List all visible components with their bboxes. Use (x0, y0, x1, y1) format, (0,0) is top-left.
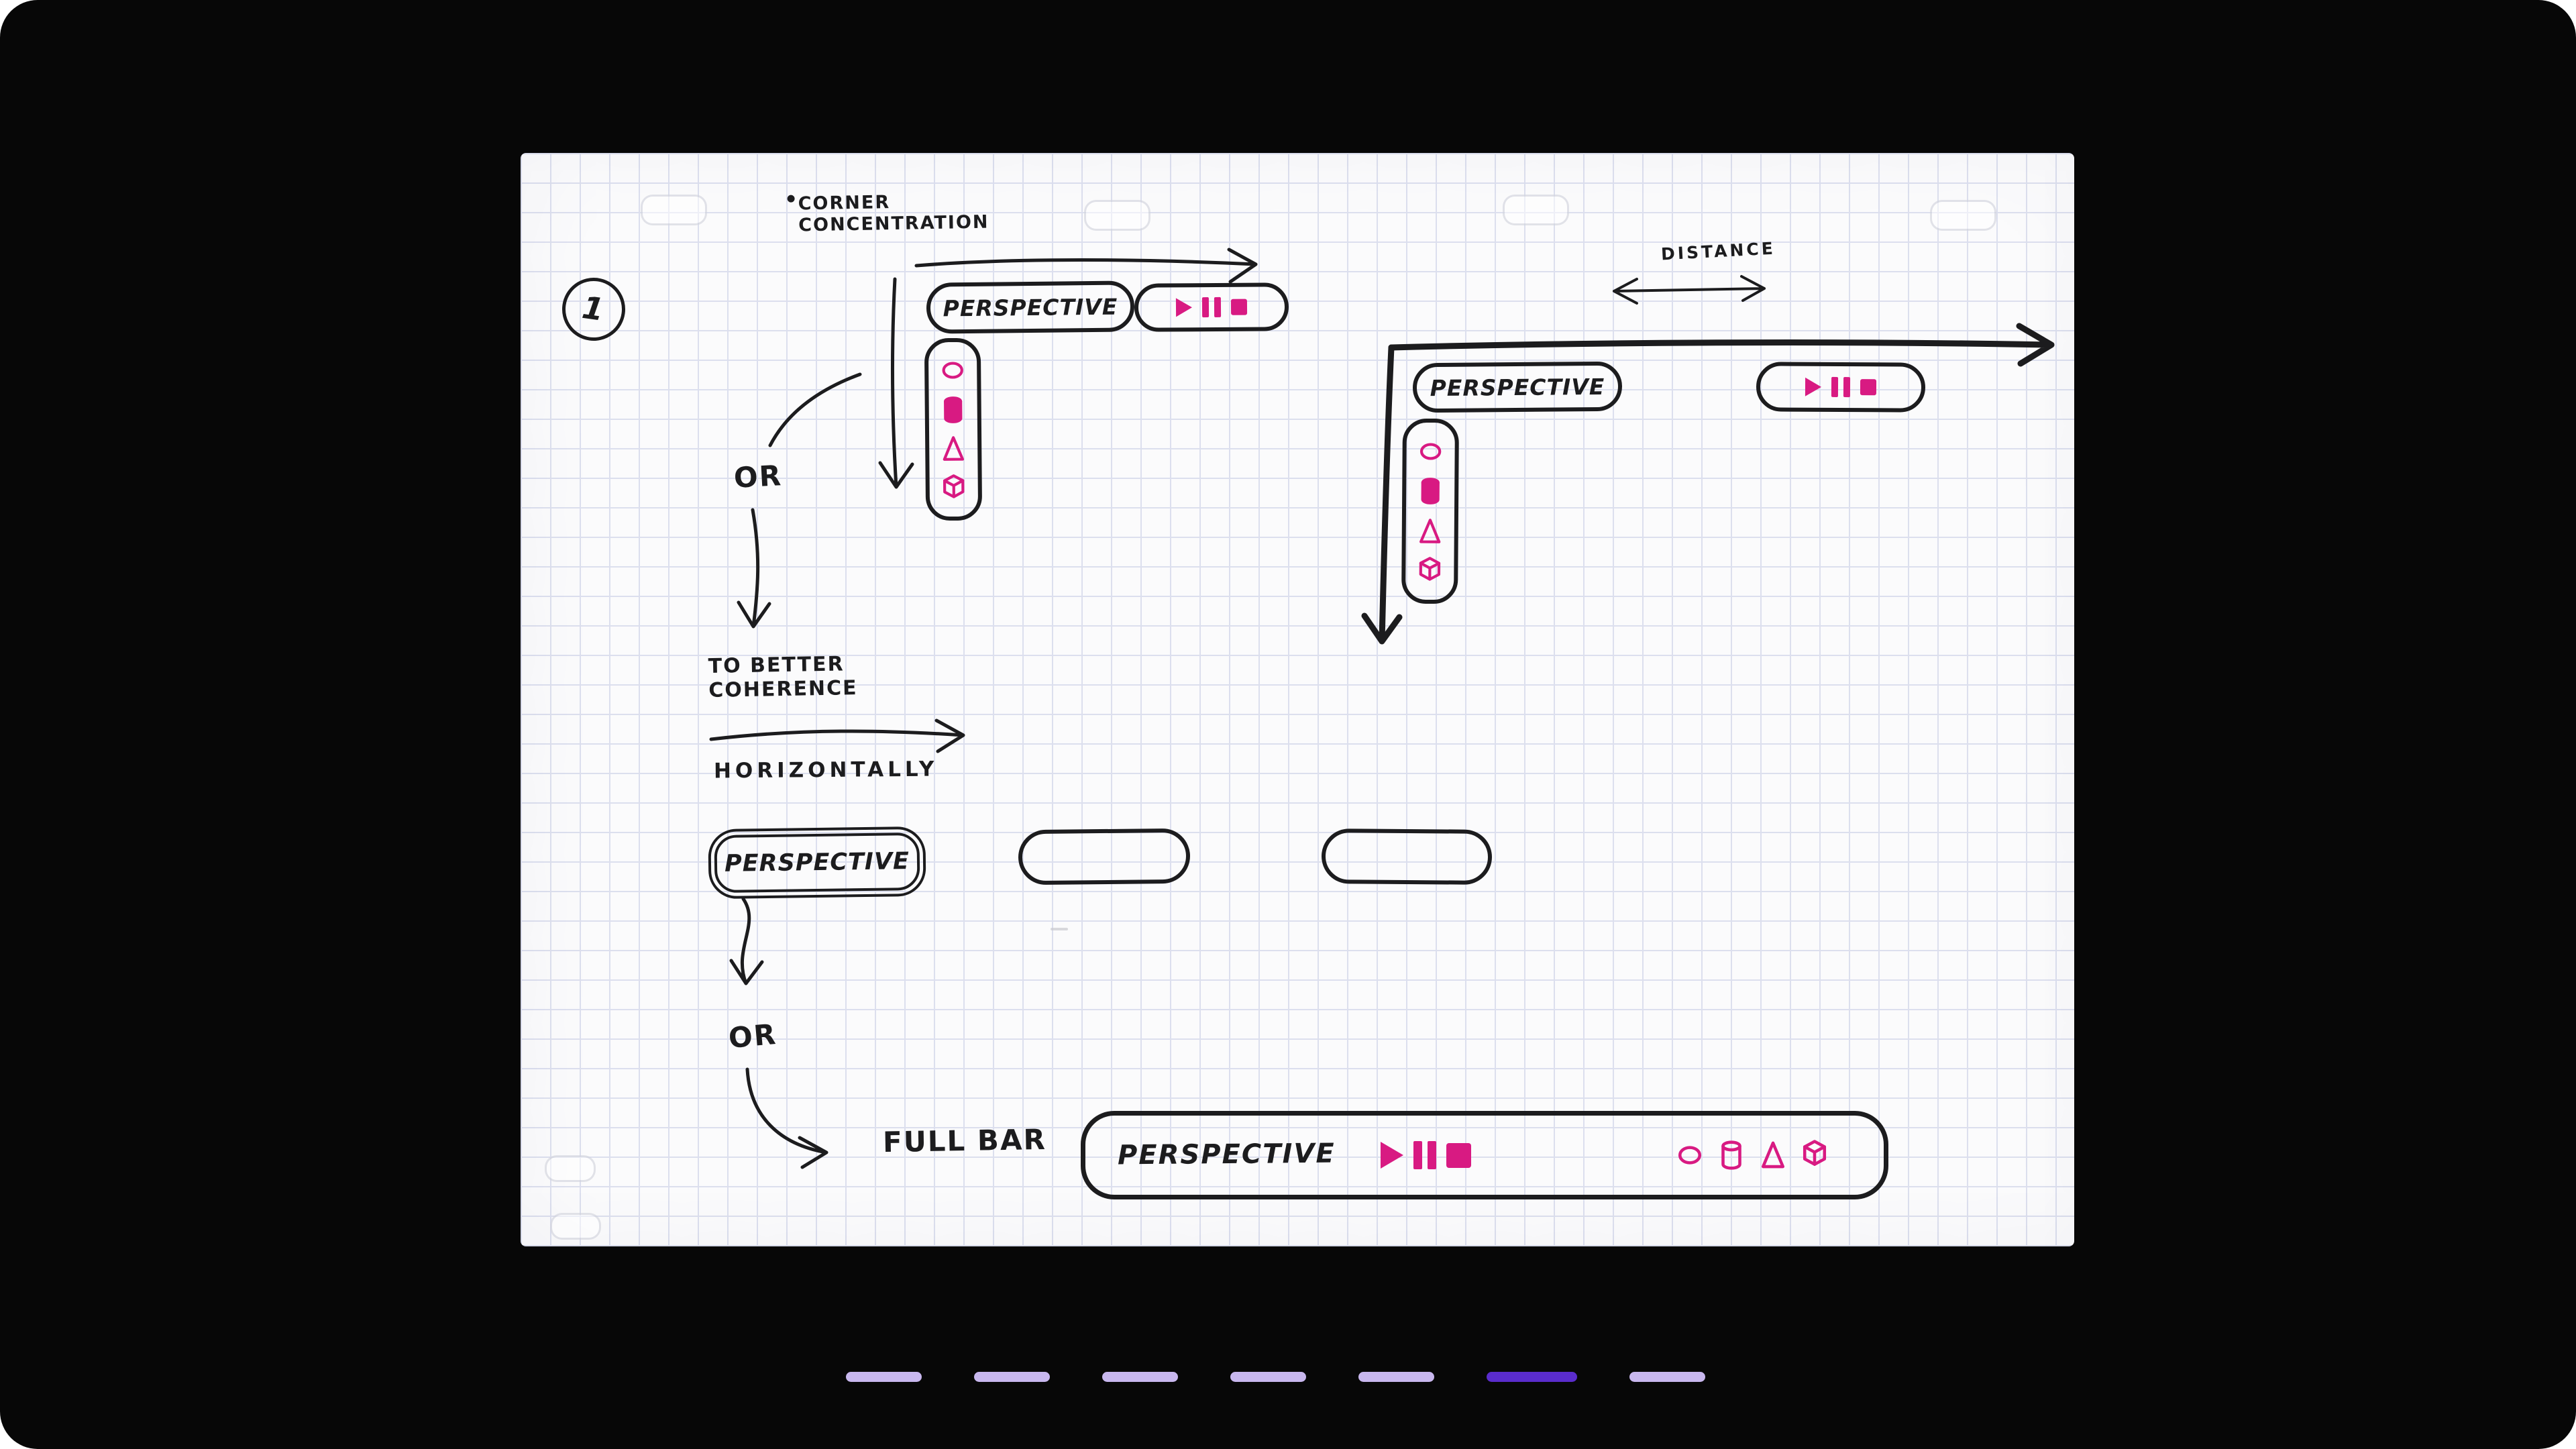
corner-top-arrow (914, 248, 1258, 284)
carousel-dash[interactable] (974, 1372, 1050, 1382)
carousel-dash[interactable] (846, 1372, 922, 1382)
carousel (846, 1372, 1705, 1382)
shape-toolbar-right (1401, 418, 1459, 604)
coherence-arrow (709, 718, 965, 753)
binder-hole (641, 195, 707, 225)
perspective-pill-top-label: PERSPECTIVE (943, 293, 1118, 321)
circle-icon (1419, 443, 1442, 460)
play-icon (1175, 298, 1193, 317)
triangle-icon (943, 436, 965, 462)
carousel-dash[interactable] (1629, 1372, 1705, 1382)
corner-concentration-label: CORNER CONCENTRATION (787, 191, 989, 237)
play-icon (1805, 377, 1822, 396)
perspective-pill-top: PERSPECTIVE (926, 280, 1135, 334)
full-bar-playback (1381, 1141, 1471, 1169)
perspective-pill-mid-label: PERSPECTIVE (724, 848, 910, 877)
timeline-vertical-arrow (1361, 344, 1403, 645)
stop-icon (1860, 379, 1877, 396)
perspective-pill-mid: PERSPECTIVE (708, 826, 926, 900)
binder-hole (545, 1155, 596, 1182)
play-icon (1381, 1142, 1403, 1169)
better-line1: TO BETTER (708, 652, 845, 678)
cube-icon (1419, 557, 1441, 582)
better-line2: COHERENCE (708, 676, 858, 702)
sketch-paper: 1 CORNER CONCENTRATION PERSPECTIVE (521, 153, 2074, 1246)
full-bar-title: PERSPECTIVE (1117, 1138, 1336, 1171)
or-bottom-label: OR (727, 1017, 778, 1055)
or-connector-curve (768, 372, 862, 447)
better-coherence-label: TO BETTER COHERENCE (708, 652, 858, 703)
playback-pill-right (1756, 362, 1926, 413)
triangle-icon (1419, 518, 1441, 543)
full-bar-shapes (1674, 1138, 1830, 1172)
cube-icon (1803, 1140, 1827, 1166)
bullet-dot (787, 195, 795, 203)
pencil-smudge (1051, 928, 1068, 930)
cube-icon (943, 474, 965, 498)
carousel-dash[interactable] (1487, 1372, 1577, 1382)
page-number-badge: 1 (557, 273, 630, 345)
or-top-label: OR (733, 459, 784, 494)
binder-hole (1084, 200, 1150, 231)
corner-line1: CORNER (798, 192, 891, 215)
cylinder-icon (1421, 478, 1440, 505)
cylinder-icon (1721, 1140, 1741, 1170)
corner-down-arrow (878, 277, 914, 489)
stop-icon (1446, 1142, 1471, 1168)
circle-icon (942, 362, 963, 379)
page-number: 1 (580, 289, 608, 329)
carousel-dash[interactable] (1230, 1372, 1306, 1382)
shape-toolbar-left (924, 337, 983, 521)
triangle-icon (1761, 1141, 1785, 1169)
distance-label: DISTANCE (1660, 238, 1776, 264)
carousel-dash[interactable] (1102, 1372, 1178, 1382)
empty-pill-2 (1321, 828, 1493, 885)
or2-curve-arrow (745, 1067, 828, 1169)
binder-hole (1930, 200, 1996, 231)
timeline-horizontal-arrow (1388, 323, 2055, 367)
full-bar-label: FULL BAR (882, 1122, 1047, 1159)
pause-icon (1831, 376, 1851, 398)
perspective-pill-right-label: PERSPECTIVE (1430, 373, 1605, 401)
binder-hole (550, 1213, 601, 1240)
distance-double-arrow (1613, 275, 1766, 305)
mid-down-arrow (729, 897, 764, 985)
or-down-arrow (737, 508, 771, 629)
circle-icon (1678, 1146, 1702, 1165)
playback-controls (1175, 297, 1248, 318)
carousel-dash[interactable] (1358, 1372, 1434, 1382)
full-bar: PERSPECTIVE (1081, 1111, 1888, 1199)
stop-icon (1230, 299, 1248, 315)
playback-pill-top (1134, 282, 1289, 332)
cylinder-icon (944, 396, 963, 423)
binder-hole (1503, 195, 1569, 225)
corner-line2: CONCENTRATION (798, 211, 989, 236)
playback-controls (1805, 376, 1877, 398)
empty-pill-1 (1018, 828, 1191, 885)
horizontally-label: HORIZONTALLY (713, 757, 938, 784)
pause-icon (1413, 1141, 1436, 1169)
pause-icon (1201, 297, 1222, 318)
perspective-pill-right: PERSPECTIVE (1412, 361, 1623, 413)
